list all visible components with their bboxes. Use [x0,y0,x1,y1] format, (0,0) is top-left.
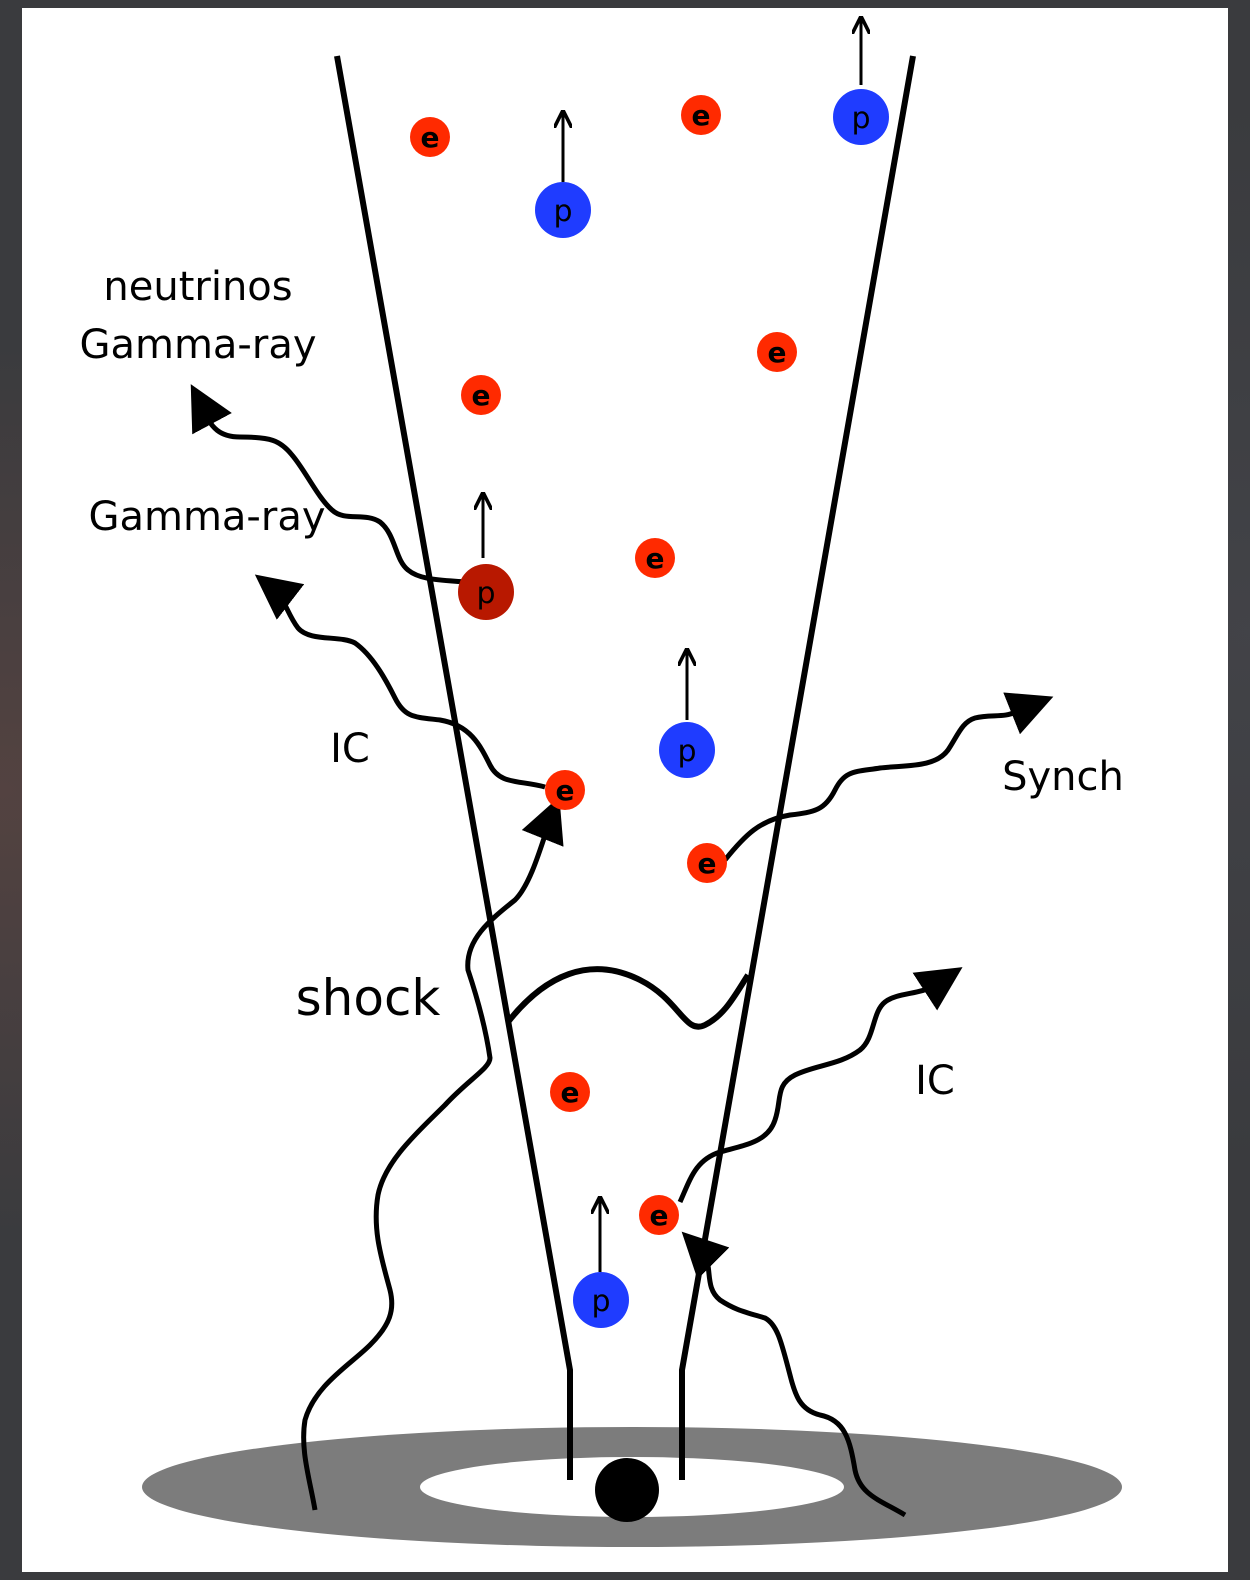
label-shock: shock [296,969,441,1027]
label-neutrinos: neutrinos [103,264,292,310]
svg-text:e: e [556,774,575,807]
proton: p [573,1272,629,1328]
svg-text:e: e [698,847,717,880]
label-gamma-ray-top: Gamma-ray [79,322,316,368]
electron: e [635,538,675,578]
label-ic-left: IC [330,726,370,772]
electron: e [687,843,727,883]
electron: e [757,332,797,372]
svg-text:e: e [421,121,440,154]
proton: p [535,182,591,238]
proton: p [833,89,889,145]
label-gamma-ray-mid: Gamma-ray [88,494,325,540]
svg-text:e: e [692,99,711,132]
electron: e [410,117,450,157]
ic-photon-right-path [680,972,955,1202]
svg-text:p: p [851,101,870,136]
svg-text:e: e [646,542,665,575]
black-hole [595,1458,659,1522]
svg-text:e: e [561,1076,580,1109]
electron: e [681,95,721,135]
label-synch: Synch [1002,754,1124,800]
svg-text:e: e [650,1199,669,1232]
svg-text:e: e [472,379,491,412]
shock-front [508,969,748,1027]
electron: e [545,770,585,810]
svg-text:p: p [476,576,495,611]
electron: e [461,375,501,415]
svg-text:p: p [677,734,696,769]
proton-interacting: p [458,564,514,620]
svg-text:p: p [591,1284,610,1319]
seed-photon-path-left [304,805,556,1510]
electron: e [639,1195,679,1235]
electron: e [550,1072,590,1112]
label-ic-right: IC [915,1058,955,1104]
svg-text:e: e [768,336,787,369]
svg-text:p: p [553,194,572,229]
proton: p [659,722,715,778]
jet-left-wall [337,56,570,1480]
